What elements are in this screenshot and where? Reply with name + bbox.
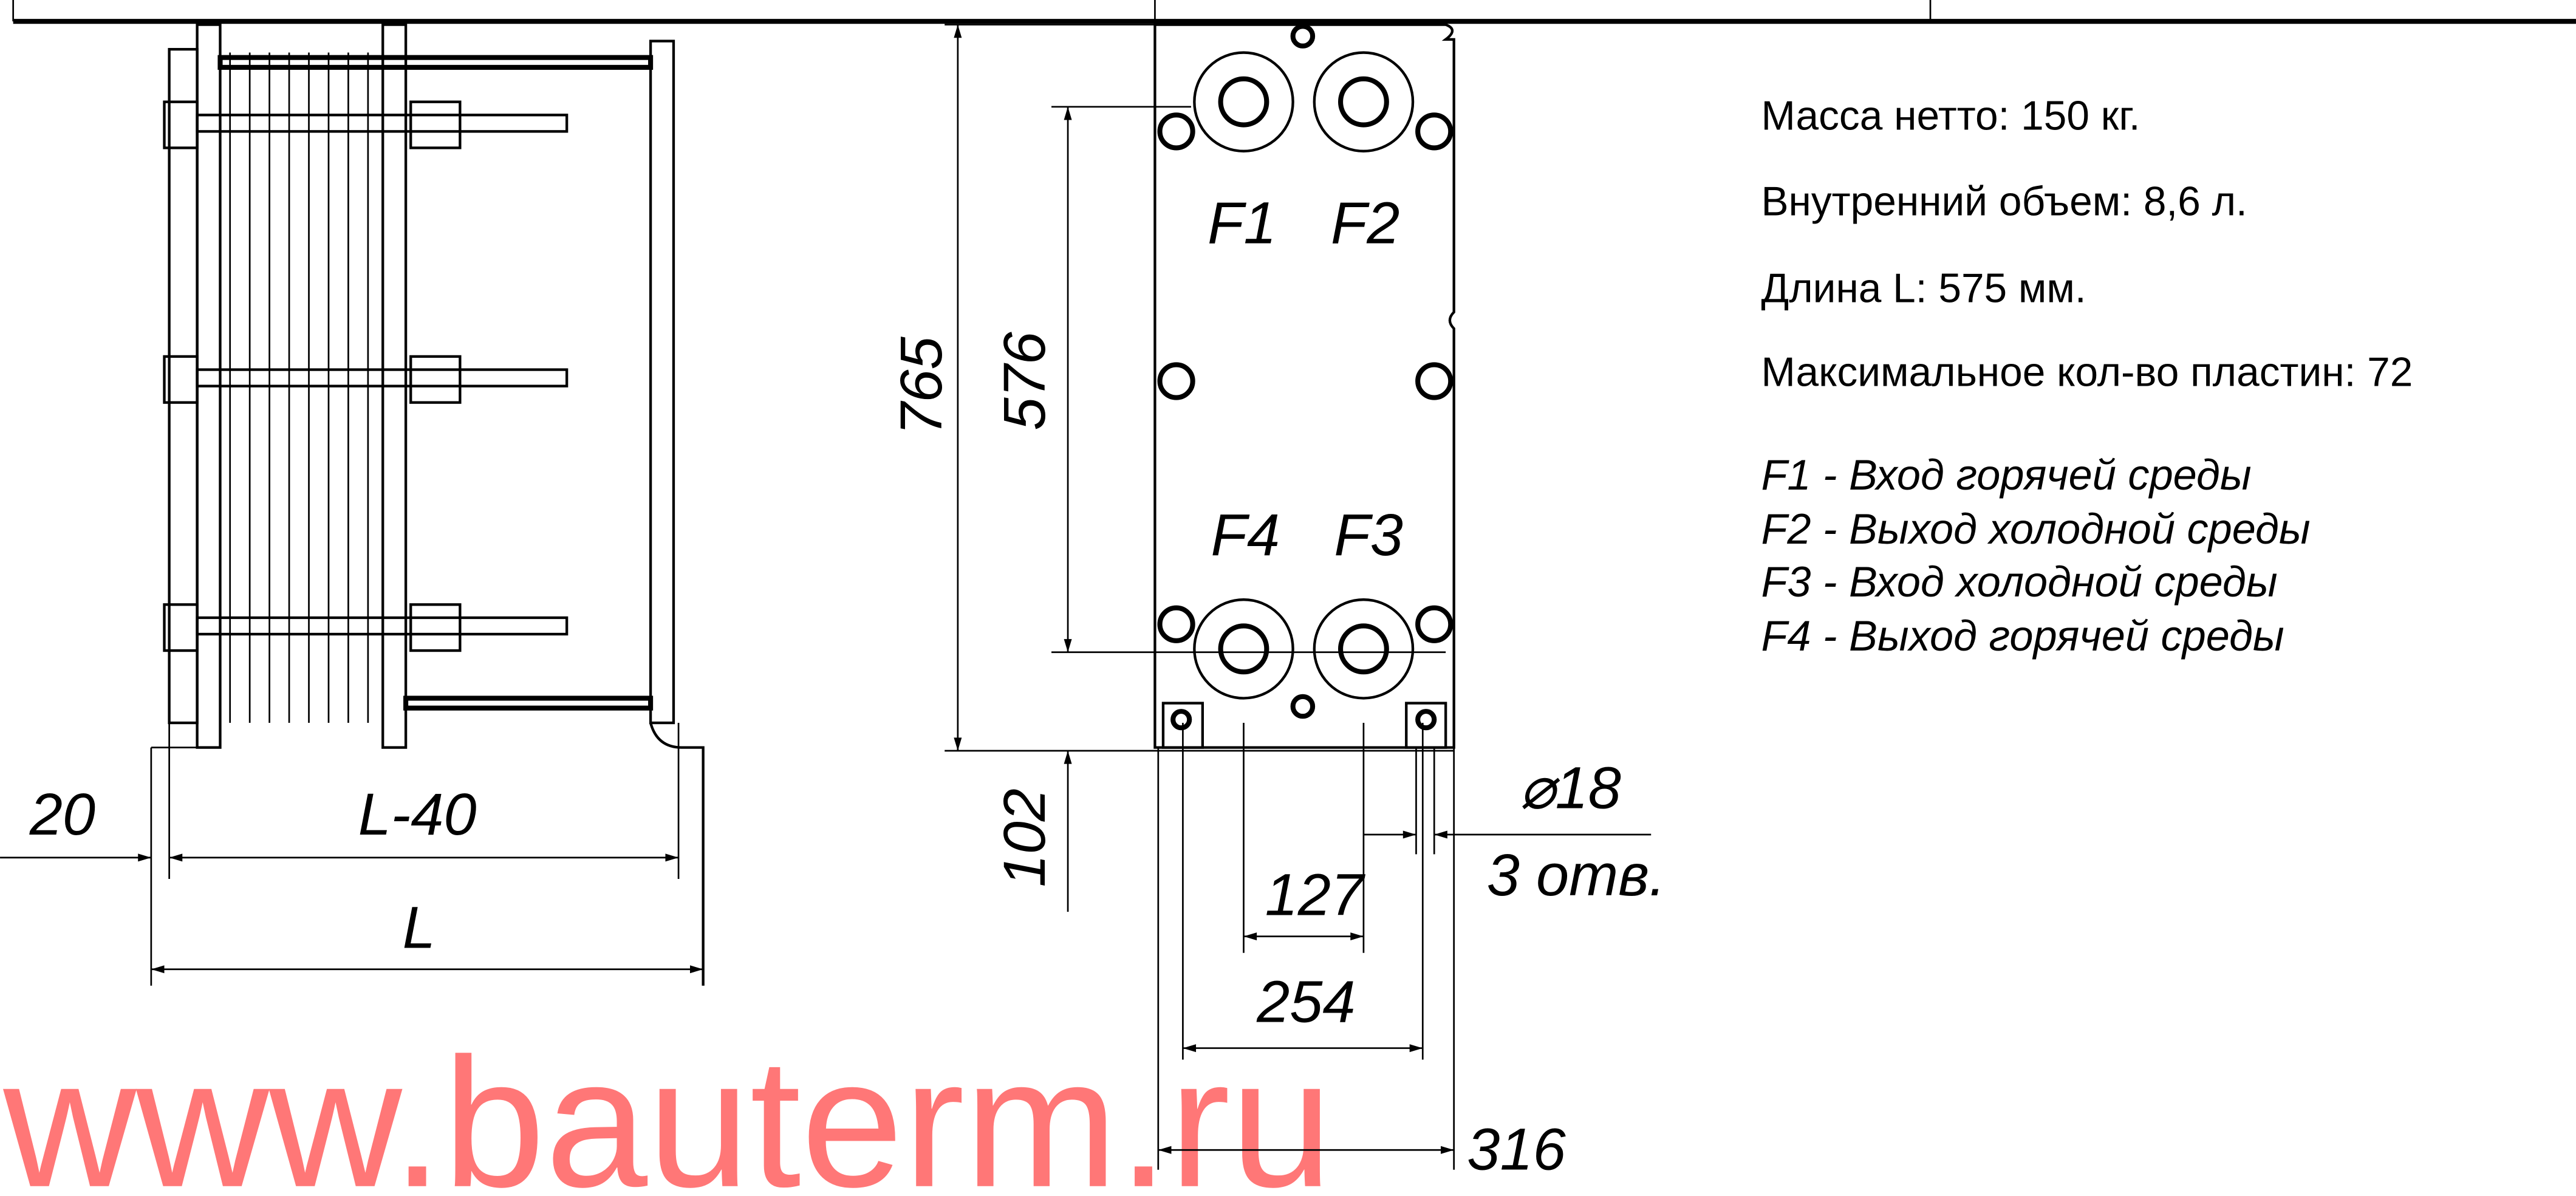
watermark: www.bauterm.ru <box>1 1020 1333 1196</box>
dim-width-total: 316 <box>1467 1116 1566 1183</box>
dim-l-minus-40: L-40 <box>358 781 477 847</box>
port-flange-f3 <box>1313 598 1415 700</box>
port-flange-f1 <box>1193 51 1294 152</box>
dim-port-spacing-h: 127 <box>1265 862 1366 928</box>
title-block-border <box>12 0 2576 24</box>
specs-block: Масса нетто: 150 кг. Внутренний объем: 8… <box>1761 94 2413 395</box>
spec-length: Длина L: 575 мм. <box>1761 266 2086 312</box>
spec-max-plates: Максимальное кол-во пластин: 72 <box>1761 350 2413 395</box>
port-legend: F1 - Вход горячей среды F2 - Выход холод… <box>1761 451 2310 660</box>
legend-item: F3 - Вход холодной среды <box>1761 558 2277 606</box>
dim-hole-diameter: ⌀18 <box>1520 755 1621 821</box>
port-label-f3: F3 <box>1334 502 1403 568</box>
tie-bolt-middle <box>163 355 569 404</box>
foot-right <box>1405 702 1447 749</box>
dim-foot-height: 102 <box>991 788 1057 887</box>
dim-hole-count: 3 отв. <box>1487 842 1666 908</box>
dim-l: L <box>403 895 436 961</box>
bolt-bosses <box>1157 24 1454 719</box>
legend-item: F4 - Выход горячей среды <box>1761 612 2284 660</box>
tie-bolt-bottom <box>163 603 569 652</box>
dim-foot-spacing: 254 <box>1256 968 1355 1034</box>
port-flange-f4 <box>1193 598 1294 700</box>
port-label-f2: F2 <box>1331 190 1400 256</box>
spec-volume: Внутренний объем: 8,6 л. <box>1761 179 2247 224</box>
side-view: 20 L-40 L <box>0 23 705 986</box>
plate-pack <box>229 52 369 723</box>
tie-bolt-top <box>163 100 569 149</box>
spec-mass: Масса нетто: 150 кг. <box>1761 94 2140 139</box>
port-label-f1: F1 <box>1208 190 1277 256</box>
legend-item: F2 - Выход холодной среды <box>1761 505 2310 553</box>
port-flange-f2 <box>1313 51 1415 152</box>
legend-item: F1 - Вход горячей среды <box>1761 451 2251 499</box>
dim-port-spacing-v: 576 <box>991 331 1057 430</box>
dim-offset: 20 <box>29 781 95 847</box>
front-view: F1 F2 F4 F3 765 576 102 127 254 316 ⌀18 … <box>888 23 1666 1183</box>
port-label-f4: F4 <box>1211 502 1280 568</box>
dim-height-total: 765 <box>888 336 954 435</box>
